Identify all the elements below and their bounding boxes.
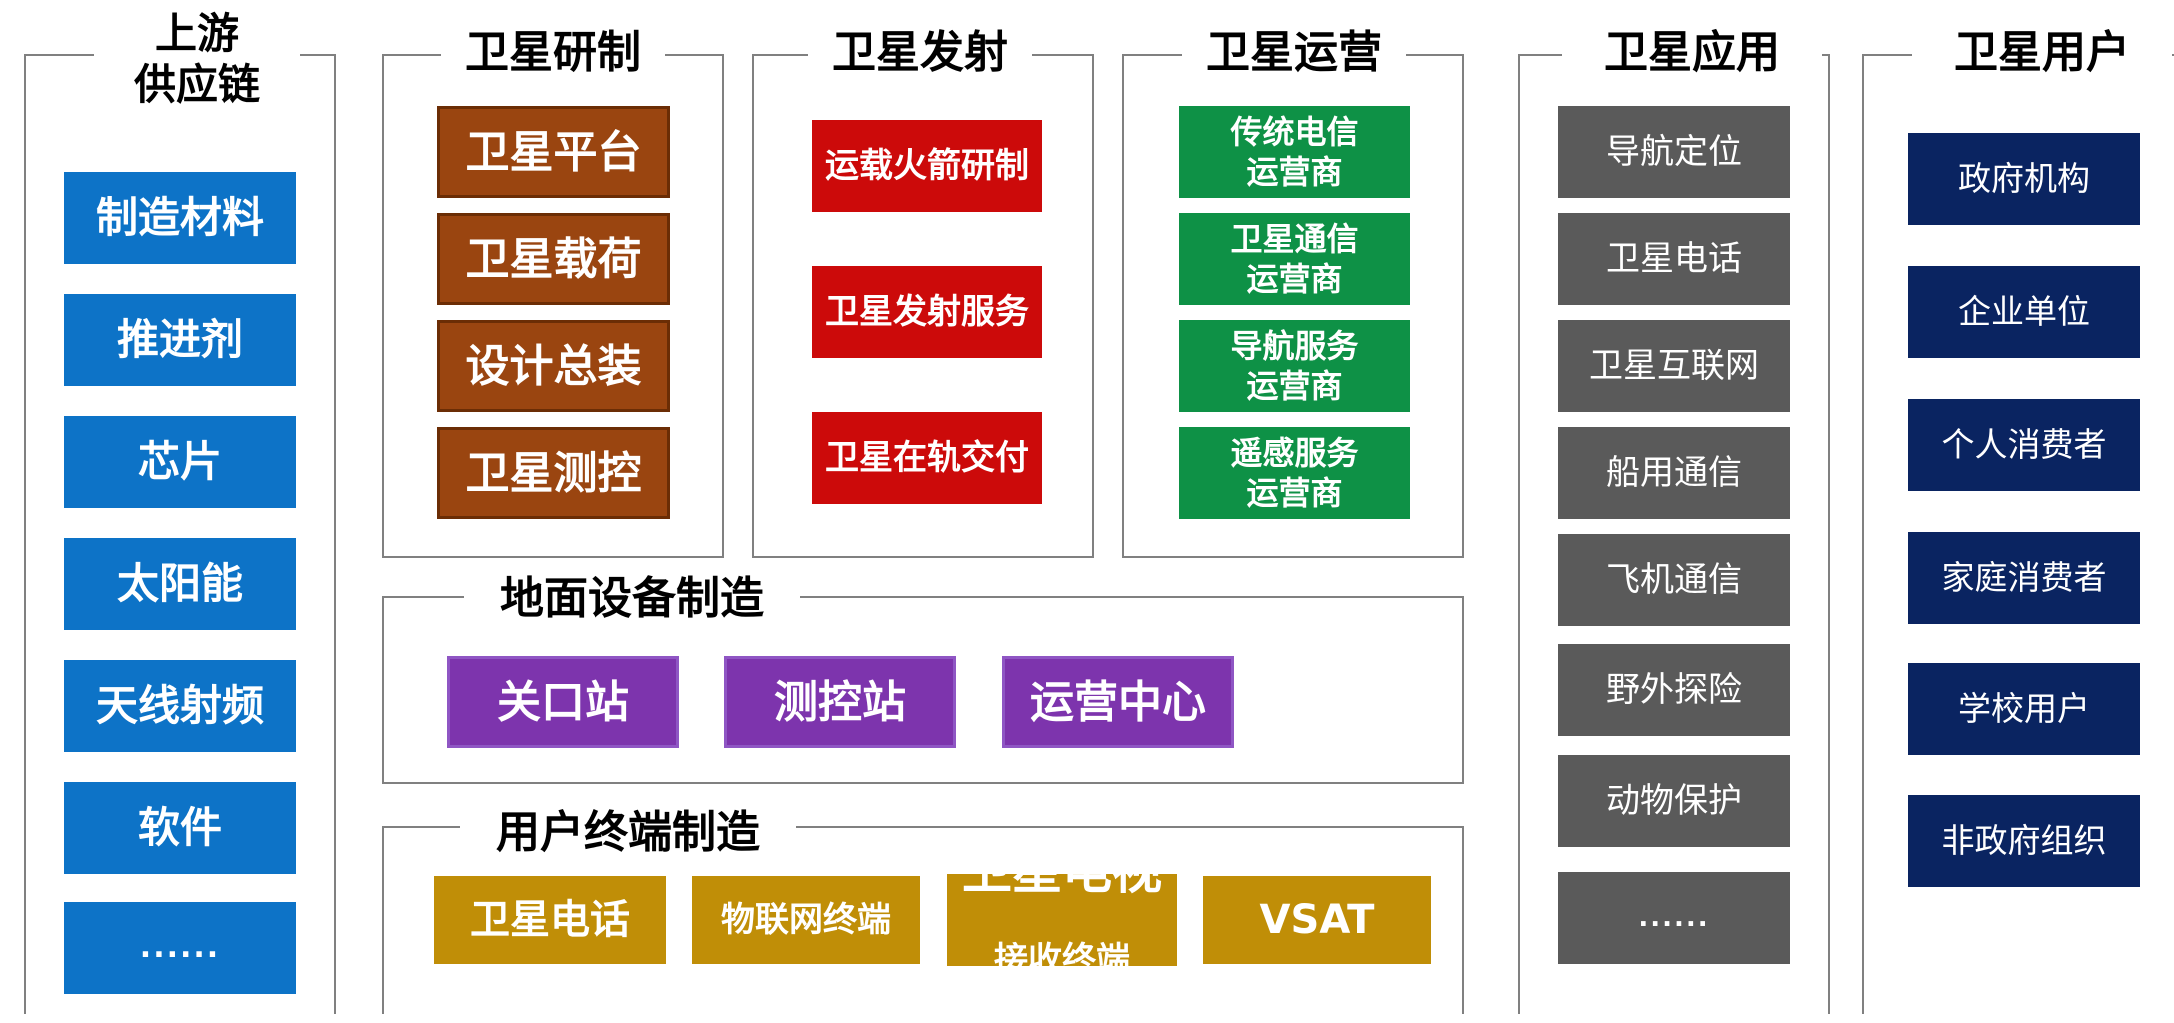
terminal-item-sat-tv-line2: 接收终端 [994,940,1130,981]
terminal-item-sat-phone: 卫星电话 [434,876,666,964]
users-item-individual: 个人消费者 [1908,399,2140,491]
terminal-item-sat-tv: 卫星电视 接收终端 [947,845,1177,980]
operation-item-navigation: 导航服务 运营商 [1179,320,1410,412]
application-item-wildlife: 动物保护 [1558,755,1790,847]
ground-title: 地面设备制造 [464,572,800,626]
operation-item-satcom: 卫星通信 运营商 [1179,213,1410,305]
ground-item-ttc-station: 测控站 [724,656,956,748]
upstream-item-more: ...... [64,902,296,994]
upstream-item-chips: 芯片 [64,416,296,508]
launch-title: 卫星发射 [808,26,1032,80]
users-item-enterprise: 企业单位 [1908,266,2140,358]
application-item-sat-phone: 卫星电话 [1558,213,1790,305]
application-item-outdoor: 野外探险 [1558,644,1790,736]
application-item-navigation: 导航定位 [1558,106,1790,198]
launch-item-service: 卫星发射服务 [812,266,1042,358]
operation-item-remote-sensing: 遥感服务 运营商 [1179,427,1410,519]
terminal-item-iot: 物联网终端 [692,876,920,964]
application-item-sat-internet: 卫星互联网 [1558,320,1790,412]
terminal-frame [382,826,1464,1014]
terminal-item-vsat: VSAT [1203,876,1431,964]
application-item-more: ...... [1558,872,1790,964]
operation-item-telecom: 传统电信 运营商 [1179,106,1410,198]
upstream-item-materials: 制造材料 [64,172,296,264]
upstream-item-solar: 太阳能 [64,538,296,630]
manufacturing-item-design-assembly: 设计总装 [437,320,670,412]
launch-item-delivery: 卫星在轨交付 [812,412,1042,504]
upstream-title: 上游 供应链 [94,8,300,111]
launch-item-rocket: 运载火箭研制 [812,120,1042,212]
ground-frame [382,596,1464,784]
manufacturing-item-payload: 卫星载荷 [437,213,670,305]
operation-title: 卫星运营 [1182,26,1406,80]
terminal-title: 用户终端制造 [460,806,796,860]
terminal-item-sat-tv-line1: 卫星电视 [962,842,1162,901]
application-item-maritime: 船用通信 [1558,427,1790,519]
ground-item-gateway: 关口站 [447,656,679,748]
manufacturing-item-platform: 卫星平台 [437,106,670,198]
users-item-household: 家庭消费者 [1908,532,2140,624]
ground-item-ops-center: 运营中心 [1002,656,1234,748]
users-item-ngo: 非政府组织 [1908,795,2140,887]
application-item-aviation: 飞机通信 [1558,534,1790,626]
upstream-item-propellant: 推进剂 [64,294,296,386]
users-item-school: 学校用户 [1908,663,2140,755]
users-title: 卫星用户 [1912,26,2172,80]
upstream-item-antenna-rf: 天线射频 [64,660,296,752]
manufacturing-item-ttc: 卫星测控 [437,427,670,519]
users-item-government: 政府机构 [1908,133,2140,225]
manufacturing-title: 卫星研制 [441,26,665,80]
application-title: 卫星应用 [1562,26,1822,80]
upstream-item-software: 软件 [64,782,296,874]
